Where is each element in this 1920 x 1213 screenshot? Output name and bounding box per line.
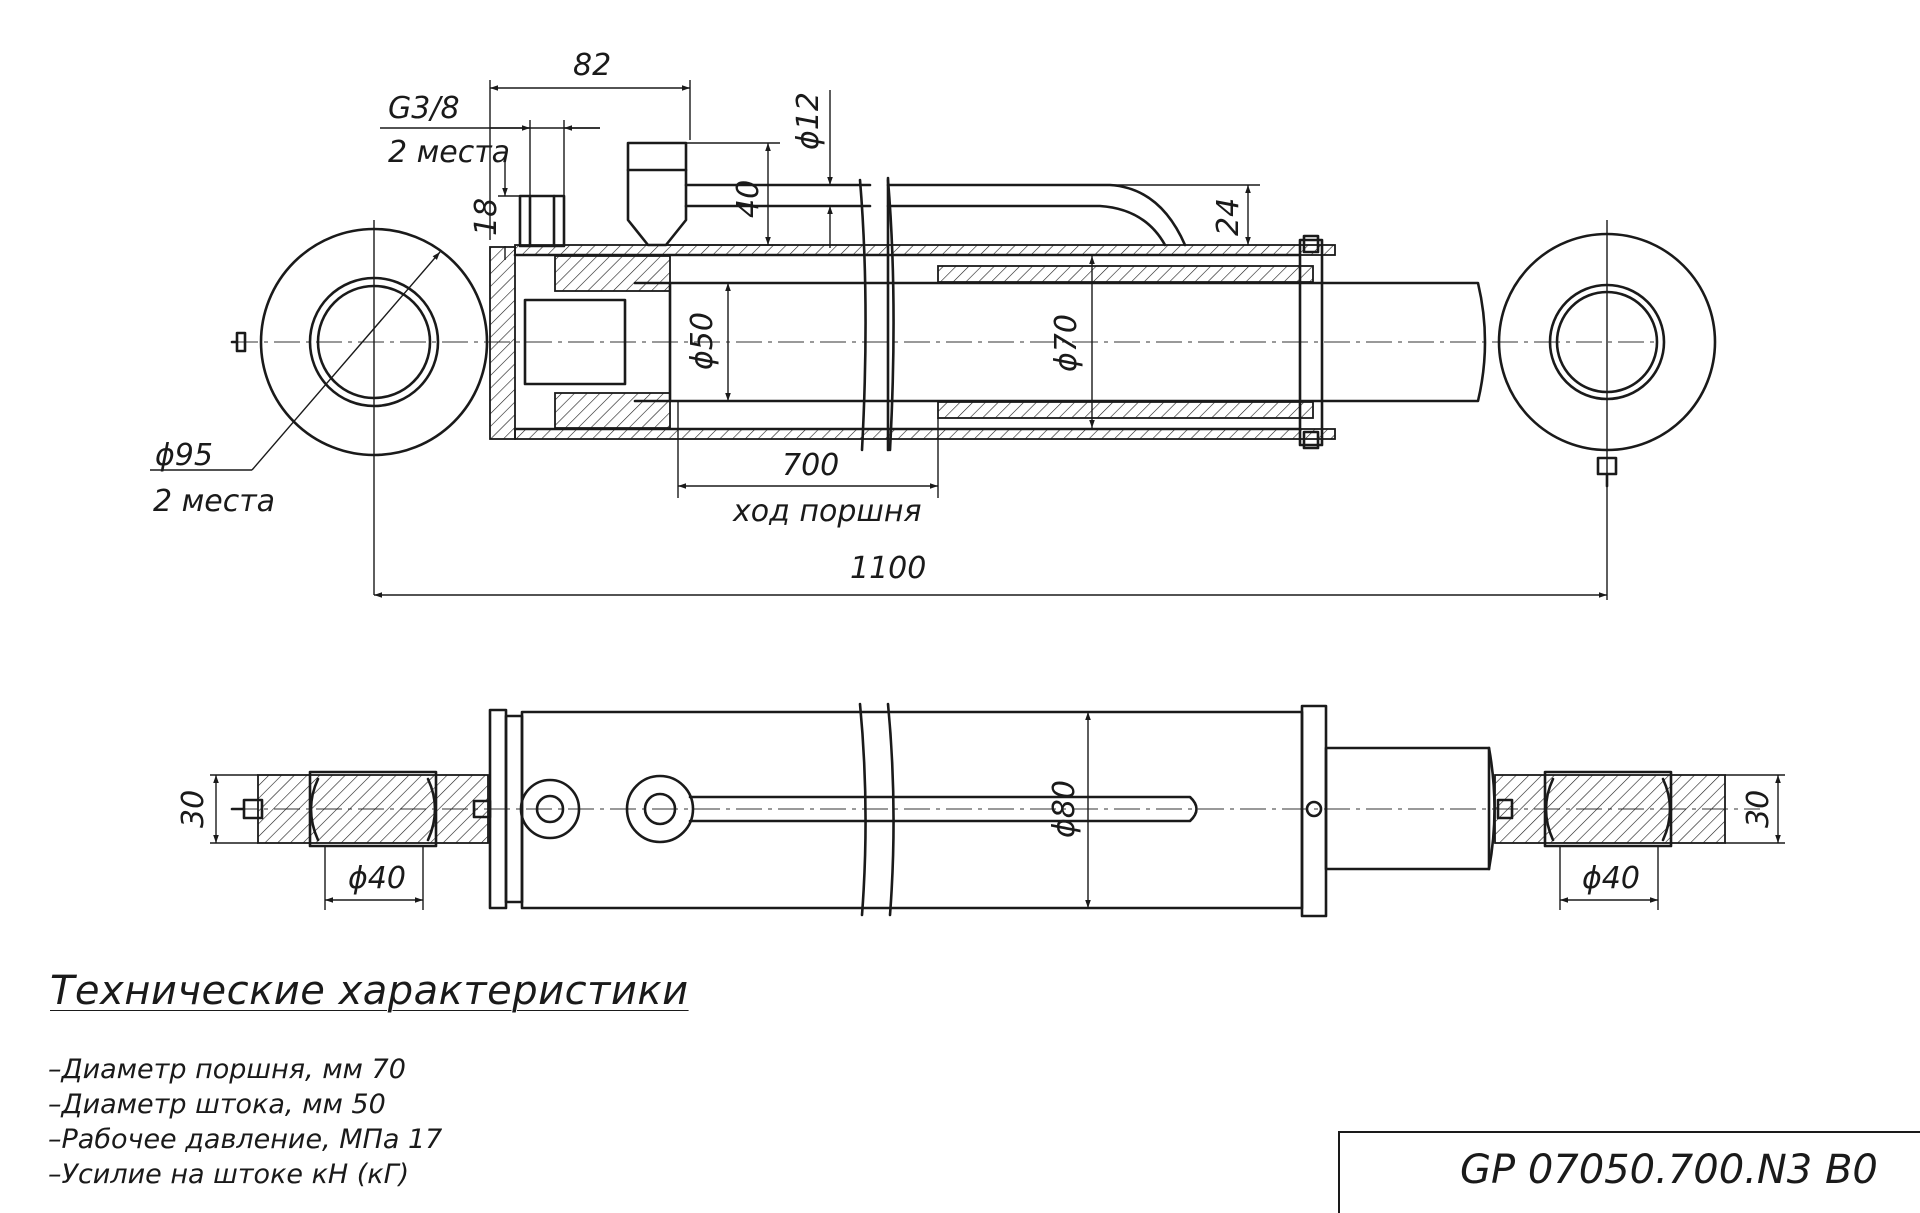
spec-item: –Диаметр штока, мм 50 [48, 1089, 386, 1120]
break-line-b [886, 178, 895, 452]
dim-30-right: 30 [1741, 790, 1776, 828]
specs-title: Технические характеристики [50, 968, 689, 1014]
dim-stroke-label: ход поршня [732, 494, 922, 529]
right-eye [1497, 220, 1717, 600]
bottom-view [230, 702, 1760, 918]
spec-item: –Усилие на штоке кН (кГ) [48, 1159, 410, 1190]
cylinder-body [488, 702, 1496, 918]
dim-phi80: ϕ80 [1047, 780, 1082, 838]
dim-thread-places: 2 места [388, 135, 510, 170]
gland-top [937, 265, 1314, 283]
dim-40-port: 40 [731, 180, 766, 218]
dim-24: 24 [1211, 198, 1246, 236]
dimension-labels: 82 G3/8 2 места 18 40 ϕ12 24 ϕ95 2 места… [153, 48, 1776, 896]
dim-phi40-left: ϕ40 [348, 861, 406, 896]
piston-top [554, 255, 671, 292]
barrel-wall-bottom [514, 428, 1336, 440]
rear-cap [489, 246, 516, 440]
dim-length: 1100 [850, 551, 926, 586]
spec-item: –Диаметр поршня, мм 70 [48, 1054, 406, 1085]
gland-bottom [937, 401, 1314, 419]
dim-phi12: ϕ12 [791, 92, 826, 150]
dim-phi95: ϕ95 [155, 438, 213, 473]
spec-item: –Рабочее давление, МПа 17 [48, 1124, 443, 1155]
dim-thread: G3/8 [388, 91, 460, 126]
cylinder-barrel [489, 234, 1487, 450]
dim-82: 82 [573, 48, 611, 83]
dim-phi40-right: ϕ40 [1582, 861, 1640, 896]
left-eye [230, 220, 489, 595]
title-block: GP 07050.700.N3 B0 [1338, 1131, 1920, 1213]
dim-30-left: 30 [176, 790, 211, 828]
dim-phi70: ϕ70 [1049, 314, 1084, 372]
barrel-wall-top [514, 244, 1336, 256]
specs-list: –Диаметр поршня, мм 70 –Диаметр штока, м… [48, 1052, 442, 1192]
top-view [230, 141, 1717, 600]
break-line-a [858, 178, 867, 452]
right-clevis [1494, 770, 1726, 848]
dim-18: 18 [469, 198, 504, 236]
drawing-code: GP 07050.700.N3 B0 [1460, 1147, 1878, 1193]
ports [518, 141, 872, 248]
left-clevis [230, 770, 492, 848]
dim-stroke: 700 [782, 448, 839, 483]
dim-phi95-places: 2 места [153, 484, 275, 519]
dimension-lines [150, 80, 1785, 910]
dim-phi50: ϕ50 [685, 312, 720, 370]
piston-bottom [554, 392, 671, 429]
